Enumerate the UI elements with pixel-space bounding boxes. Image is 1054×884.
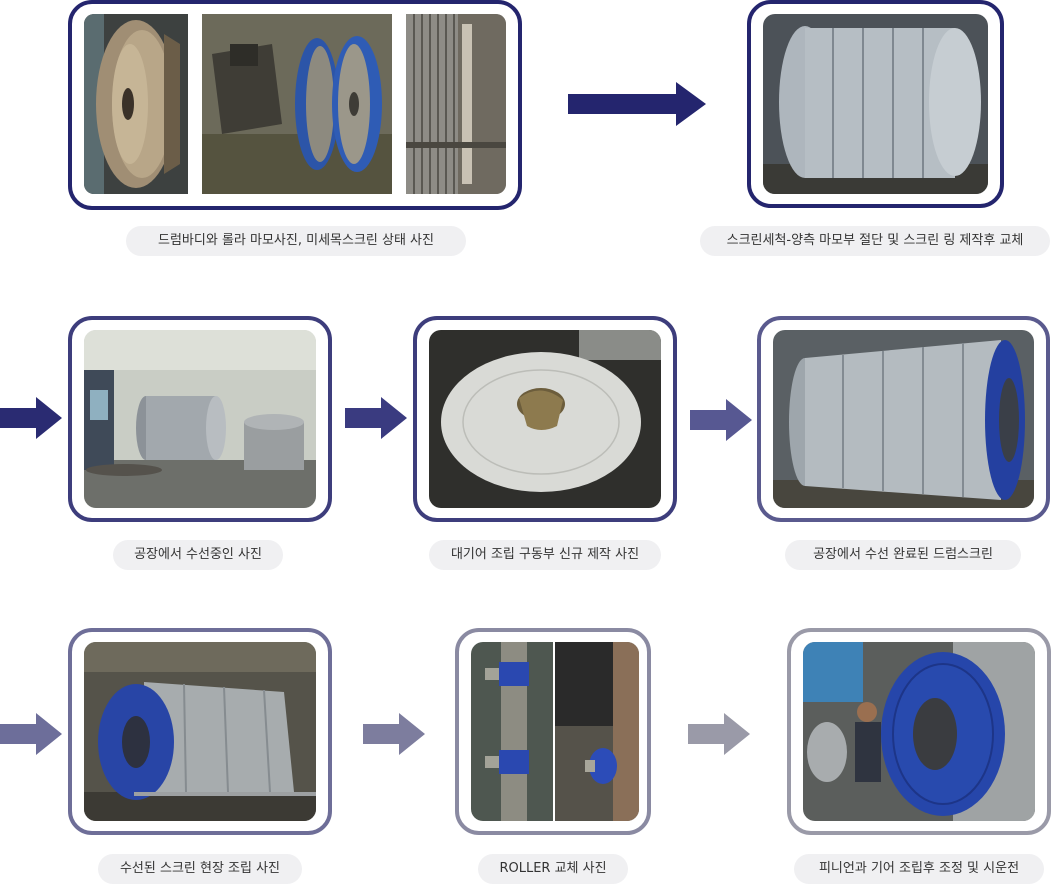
- step-1-frame: [68, 0, 522, 210]
- step-3-caption: 공장에서 수선중인 사진: [113, 540, 283, 570]
- step-8-caption: 피니언과 기어 조립후 조정 및 시운전: [794, 854, 1044, 884]
- drum-body-photo: [84, 14, 188, 194]
- arrow-right-icon: [345, 397, 407, 439]
- roller-right-photo: [555, 642, 639, 821]
- arrow-right-icon: [568, 82, 706, 126]
- step-6-frame: [68, 628, 332, 835]
- site-assembly-photo: [84, 642, 316, 821]
- step-2-frame: [747, 0, 1004, 208]
- step-2-caption: 스크린세척-양측 마모부 절단 및 스크린 링 제작후 교체: [700, 226, 1050, 256]
- arrow-right-icon: [0, 713, 62, 755]
- repaired-drum-photo: [773, 330, 1034, 508]
- fine-screen-photo: [406, 14, 506, 194]
- step-7-frame: [455, 628, 651, 835]
- roller-wear-photo: [202, 14, 392, 194]
- step-6-caption: 수선된 스크린 현장 조립 사진: [98, 854, 302, 884]
- factory-repair-photo: [84, 330, 316, 508]
- step-5-caption: 공장에서 수선 완료된 드럼스크린: [785, 540, 1021, 570]
- arrow-right-icon: [0, 397, 62, 439]
- step-4-caption: 대기어 조립 구동부 신규 제작 사진: [429, 540, 661, 570]
- step-5-frame: [757, 316, 1050, 522]
- step-4-frame: [413, 316, 677, 522]
- arrow-right-icon: [363, 713, 425, 755]
- screen-cleaning-photo: [763, 14, 988, 194]
- roller-left-photo: [471, 642, 553, 821]
- step-1-caption: 드럼바디와 롤라 마모사진, 미세목스크린 상태 사진: [126, 226, 466, 256]
- step-3-frame: [68, 316, 332, 522]
- gear-assembly-photo: [429, 330, 661, 508]
- arrow-right-icon: [688, 713, 750, 755]
- arrow-right-icon: [690, 399, 752, 441]
- pinion-gear-photo: [803, 642, 1035, 821]
- step-7-caption: ROLLER 교체 사진: [478, 854, 628, 884]
- step-8-frame: [787, 628, 1051, 835]
